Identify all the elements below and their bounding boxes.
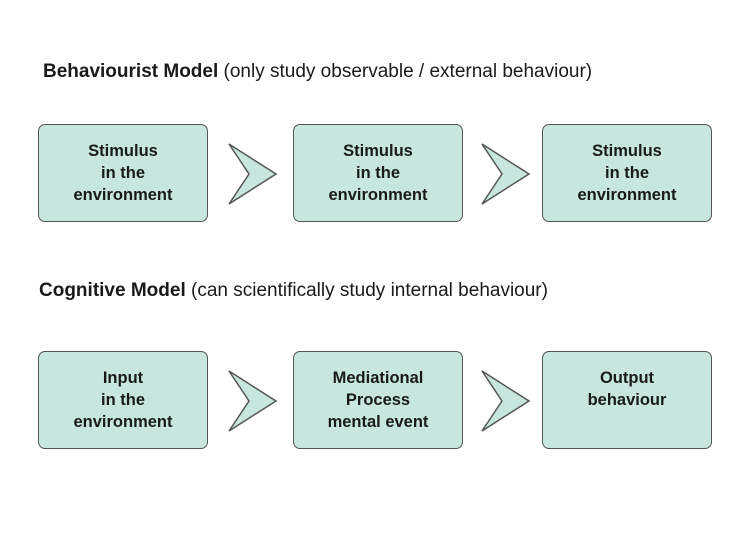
box-line: mental event (327, 413, 429, 431)
box-line: in the (605, 164, 649, 182)
box-line: Mediational (332, 369, 424, 387)
chevron-right-icon (481, 143, 531, 205)
box-line: Input (102, 369, 144, 387)
behaviourist-box-1: Stimulus in the environment (38, 124, 208, 222)
behaviourist-title: Behaviourist Model (43, 61, 219, 82)
box-line: Stimulus (343, 142, 413, 160)
box-line: in the (101, 391, 145, 409)
box-line: in the (101, 164, 145, 182)
box-line: environment (328, 186, 428, 204)
cognitive-subtitle: (can scientifically study internal behav… (191, 280, 548, 301)
behaviourist-heading: Behaviourist Model (only study observabl… (43, 62, 592, 81)
behaviourist-box-2: Stimulus in the environment (293, 124, 463, 222)
box-line: Output (599, 369, 655, 387)
behaviourist-box-3: Stimulus in the environment (542, 124, 712, 222)
box-line: environment (73, 413, 173, 431)
box-line: in the (356, 164, 400, 182)
chevron-right-icon (228, 370, 278, 432)
cognitive-input-box: Input in the environment (38, 351, 208, 449)
cognitive-mediational-box: Mediational Process mental event (293, 351, 463, 449)
chevron-right-icon (481, 370, 531, 432)
cognitive-title: Cognitive Model (39, 280, 186, 301)
box-line: Process (345, 391, 411, 409)
behaviourist-subtitle: (only study observable / external behavi… (223, 61, 593, 82)
box-line: environment (73, 186, 173, 204)
box-line: Stimulus (88, 142, 158, 160)
box-line: environment (577, 186, 677, 204)
box-line: Stimulus (592, 142, 662, 160)
cognitive-heading: Cognitive Model (can scientifically stud… (39, 281, 548, 300)
box-line: behaviour (587, 391, 667, 409)
chevron-right-icon (228, 143, 278, 205)
cognitive-output-box: Output behaviour (542, 351, 712, 449)
